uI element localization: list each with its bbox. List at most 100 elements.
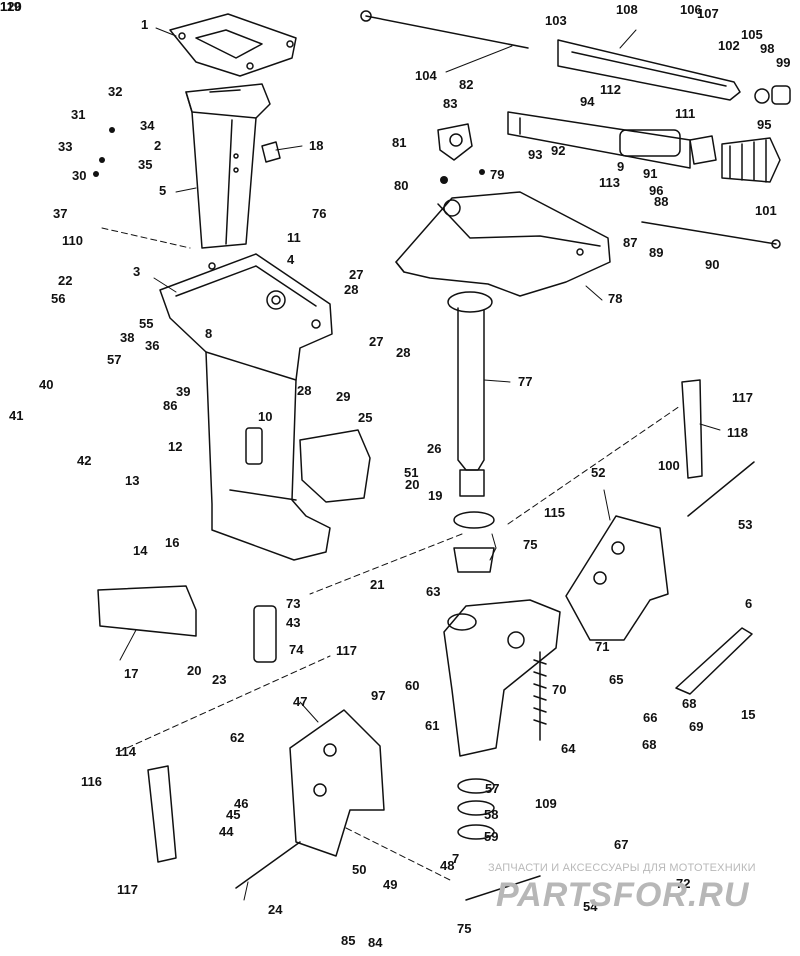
part-number-label: 4 — [287, 252, 295, 267]
part-number-label: 62 — [230, 730, 245, 745]
part-number-label: 101 — [755, 203, 777, 218]
part-number-label: 84 — [368, 935, 383, 950]
part-number-label: 75 — [457, 921, 472, 936]
part-number-label: 24 — [268, 902, 283, 917]
part-number-label: 27 — [369, 334, 384, 349]
part-number-label: 93 — [528, 147, 543, 162]
part-number-label: 57 — [485, 781, 500, 796]
swivel-bracket-part — [395, 191, 611, 297]
part-number-label: 18 — [309, 138, 324, 153]
part-number-label: 76 — [312, 206, 327, 221]
part-number-label: 37 — [53, 206, 68, 221]
part-number-label: 63 — [426, 584, 441, 599]
part-number-label: 42 — [77, 453, 92, 468]
part-number-label: 55 — [139, 316, 154, 331]
part-number-label: 72 — [676, 876, 691, 891]
part-number-label: 78 — [608, 291, 623, 306]
part-number-label: 98 — [760, 41, 775, 56]
part-number-label: 44 — [219, 824, 234, 839]
part-number-label: 110 — [62, 233, 83, 248]
part-number-label: 102 — [718, 38, 740, 53]
bushing-77a-part — [453, 511, 495, 529]
drive-shaft-housing-part — [159, 253, 333, 561]
part-number-label: 7 — [452, 851, 460, 866]
part-number-label: 85 — [341, 933, 356, 948]
part-number-label: 68 — [682, 696, 697, 711]
part-number-label: 45 — [226, 807, 241, 822]
part-number-label: 28 — [297, 383, 312, 398]
plate-part — [299, 429, 371, 503]
ring-59-part — [457, 800, 495, 816]
part-number-label: 82 — [459, 77, 474, 92]
part-number-label: 23 — [212, 672, 227, 687]
part-number-label: 96 — [649, 183, 664, 198]
part-number-label: 97 — [371, 688, 386, 703]
part-number-label: 39 — [176, 384, 191, 399]
part-number-label: 28 — [396, 345, 411, 360]
clamp-bracket-lower-part — [289, 709, 385, 857]
part-number-label: 65 — [609, 672, 624, 687]
part-number-label: 117 — [336, 643, 357, 658]
part-number-label: 9 — [617, 159, 625, 174]
part-number-label: 114 — [115, 744, 136, 759]
part-number-label: 60 — [405, 678, 420, 693]
part-number-label: 3 — [133, 264, 141, 279]
part-number-label: 88 — [654, 194, 669, 209]
part-number-label: 48 — [440, 858, 455, 873]
part-number-label: 49 — [383, 877, 398, 892]
bushing-60-part — [457, 824, 495, 840]
part-number-label: 71 — [595, 639, 610, 654]
clamp-bracket-part — [565, 515, 669, 641]
part-number-label: 94 — [580, 94, 595, 109]
throttle-grip-part — [721, 137, 781, 183]
part-number-label: 13 — [125, 473, 140, 488]
bolt-54-part — [687, 461, 755, 517]
watermark: ЗАПЧАСТИ И АКСЕССУАРЫ ДЛЯ МОТОТЕХНИКИ PA… — [478, 860, 796, 912]
grip-sleeve-part — [689, 135, 717, 165]
part-number-label: 106 — [680, 2, 702, 17]
part-number-label: 115 — [544, 505, 565, 520]
part-number-label: 51 — [404, 465, 419, 480]
part-number-label: 90 — [705, 257, 720, 272]
part-number-label: 107 — [697, 6, 719, 21]
part-number-label: 105 — [741, 27, 763, 42]
part-number-label: 17 — [124, 666, 139, 681]
part-number-label: 77 — [518, 374, 533, 389]
part-number-label: 32 — [108, 84, 123, 99]
watermark-logo-text: PARTSFOR.RU — [496, 876, 750, 912]
part-number-label: 35 — [138, 157, 153, 172]
part-number-label: 103 — [545, 13, 567, 28]
spring-long-part — [533, 651, 547, 741]
spring-part — [754, 88, 770, 104]
part-number-label: 8 — [205, 326, 213, 341]
part-number-label: 81 — [392, 135, 407, 150]
part-number-label: 30 — [72, 168, 87, 183]
part-number-label: 12 — [168, 439, 183, 454]
part-number-label: 40 — [39, 377, 54, 392]
part-number-label: 58 — [484, 807, 499, 822]
part-number-label: 36 — [145, 338, 160, 353]
part-number-label: 22 — [58, 273, 73, 288]
part-number-label: 64 — [561, 741, 576, 756]
part-number-label: 29 — [336, 389, 351, 404]
part-number-label: 26 — [427, 441, 442, 456]
part-number-label: 68 — [642, 737, 657, 752]
part-number-label: 43 — [286, 615, 301, 630]
part-number-label: 83 — [443, 96, 458, 111]
part-number-label: 109 — [535, 796, 557, 811]
part-number-label: 54 — [583, 899, 598, 914]
tube-44-part — [253, 605, 277, 663]
part-number-label: 25 — [358, 410, 373, 425]
part-number-label: 6 — [745, 596, 753, 611]
plate-6-part — [675, 627, 753, 695]
part-number-label: 33 — [58, 139, 73, 154]
lower-swivel-part — [443, 599, 561, 757]
part-number-label: 120 — [0, 0, 22, 14]
link-lower-part — [147, 765, 177, 863]
part-number-label: 52 — [591, 465, 606, 480]
part-number-label: 56 — [51, 291, 66, 306]
part-number-label: 5 — [159, 183, 167, 198]
part-number-label: 34 — [140, 118, 155, 133]
part-number-label: 41 — [9, 408, 24, 423]
part-number-label: 57 — [107, 352, 122, 367]
